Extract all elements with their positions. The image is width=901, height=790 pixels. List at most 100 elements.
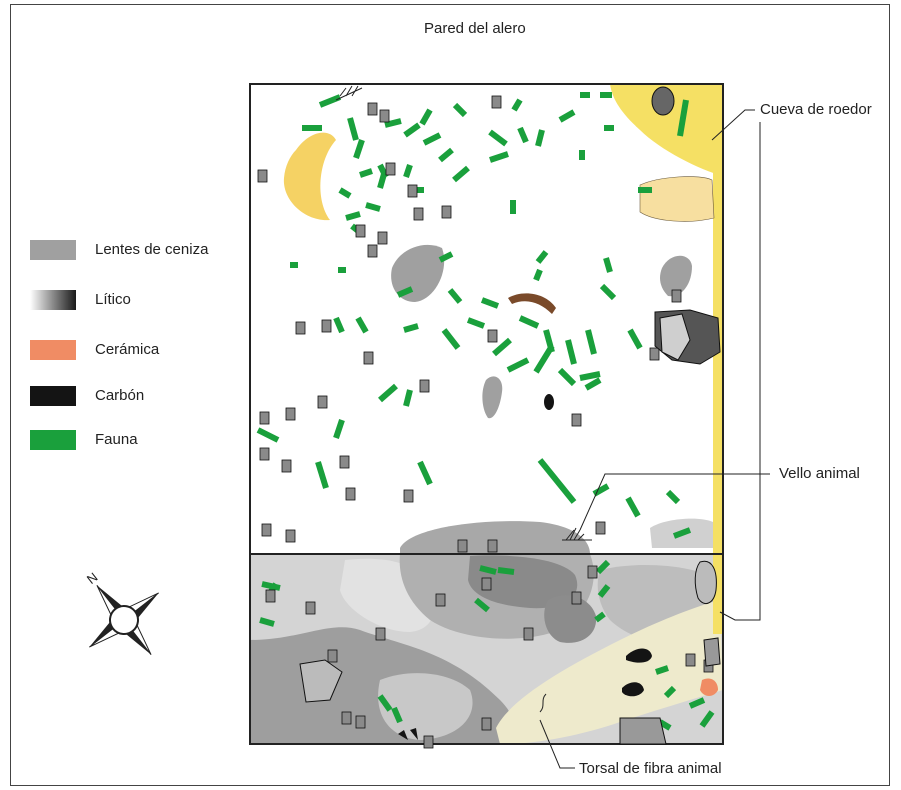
unit-border [249,83,724,745]
fauna-fragment [396,286,414,298]
fauna-fragment [672,527,692,539]
lithic-fragment [685,653,696,667]
fauna-fragment [318,94,342,108]
fauna-fragment [489,151,509,163]
lithic-fragment [327,649,338,663]
fauna-fragment [474,597,490,613]
fauna-fragment [597,584,611,598]
cave-fill-block [639,176,715,222]
callout-animal-hair: Vello animal [779,465,860,482]
lithic-fragment [435,593,446,607]
bone-brown [508,293,556,314]
fauna-fragment [290,262,298,268]
fauna-fragment [537,458,577,504]
fauna-fragment [417,460,433,486]
fauna-fragment [594,611,606,623]
ash-lens-2 [660,255,692,297]
lithic-fragment [363,351,374,365]
fauna-fragment [665,489,681,505]
leader-fiber-twist [539,719,575,769]
cave-strip-lower [713,554,723,634]
lithic-block-1-face [659,313,691,361]
fauna-fragment [438,147,454,163]
compass-north-label: N [84,569,101,587]
fauna-fragment [259,617,275,627]
fauna-fragment [377,694,393,712]
lithic-fragment [341,711,352,725]
fauna-fragment [658,719,672,731]
compass-rose: N [84,569,159,655]
lithic-fragment [671,289,682,303]
lithic-fragment [339,455,350,469]
fauna-fragment [422,132,442,146]
callout-rodent-cave: Cueva de roedor [760,101,872,118]
fauna-fragment [663,685,677,699]
lithic-fragment [259,447,270,461]
fauna-fragment [535,129,545,147]
fauna-fragment [584,377,602,391]
leader-cave-down [719,122,761,621]
fauna-fragment [506,357,530,373]
lithic-fragment [523,627,534,641]
fauna-fragment [599,283,617,301]
lithic-fragment [419,379,430,393]
lithic-fragment [491,95,502,109]
yellow-crescent [283,132,336,221]
lithic-fragment [265,589,276,603]
fauna-fragment [384,118,402,128]
lithic-fragment [457,539,468,553]
lower-ash-4 [544,595,597,643]
legend-swatch-ash [30,240,76,260]
fauna-fragment [359,168,373,178]
lithic-block-4 [694,560,717,605]
legend-label-lithic: Lítico [95,291,131,308]
charcoal-2 [626,648,652,663]
callout-fiber-twist: Torsal de fibra animal [579,760,722,777]
lithic-block-3 [619,717,667,745]
lithic-fragment [285,407,296,421]
fauna-fragment [579,371,601,381]
lithic-layer [257,95,714,749]
lithic-fragment [321,319,332,333]
fauna-fragment [627,328,643,350]
fauna-fragment [480,297,500,309]
fauna-fragment [447,288,463,304]
fauna-fragment [256,427,280,443]
fauna-fragment [655,665,669,675]
fauna-fragment [333,419,345,439]
fauna-fragment [391,706,403,724]
stone-round [651,86,675,116]
lithic-fragment [403,489,414,503]
fauna-fragment [492,337,512,357]
fauna-fragment [677,99,689,137]
fauna-fragment [517,126,529,144]
legend-swatch-lithic [30,290,76,310]
ash-lens-5 [400,521,590,554]
charcoal-1 [544,394,554,410]
lithic-fragment [375,627,386,641]
lithic-block-2 [299,659,343,703]
fauna-fragment [558,109,576,123]
rodent-cave-area [610,84,723,176]
lithic-fragment [261,523,272,537]
fauna-fragment [565,339,577,365]
lithic-fragment [285,529,296,543]
fauna-fragment [638,187,652,193]
lithic-fragment [571,591,582,605]
lithic-fragment [259,411,270,425]
fauna-fragment [603,257,613,273]
ash-lens-3 [482,376,503,419]
fauna-fragment [403,122,421,138]
lithic-fragment [481,577,492,591]
charcoal-ceramic-layer [398,293,718,740]
figure-frame [10,4,890,786]
upper-unit [250,84,723,554]
fauna-fragment [518,315,540,329]
lithic-fragment [481,717,492,731]
legend-label-charcoal: Carbón [95,387,145,404]
fauna-fragment [338,187,352,199]
fauna-fragment [580,92,590,98]
lithic-fragment [305,601,316,615]
lithic-fragment [281,459,292,473]
